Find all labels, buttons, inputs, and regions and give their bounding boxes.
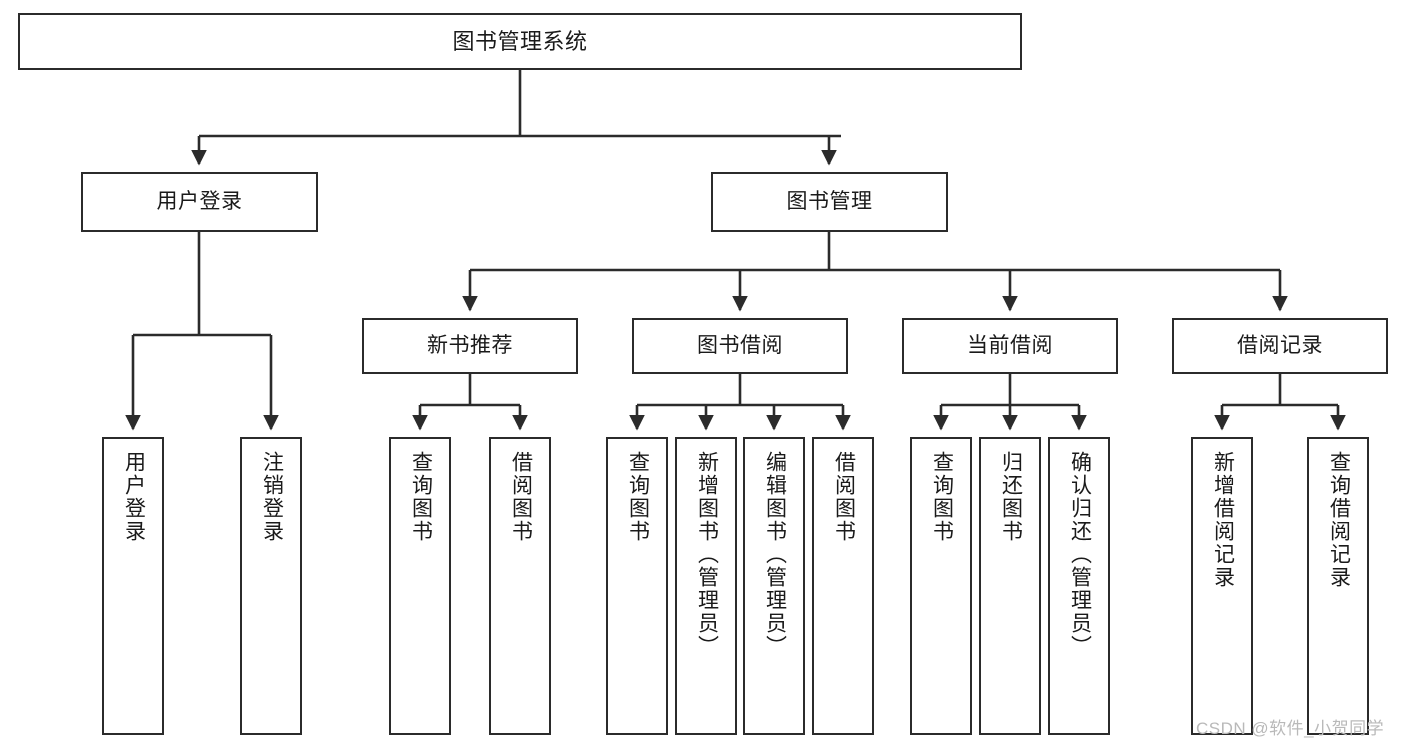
node-leaf-query-book-2-label: 查询图书	[626, 451, 650, 543]
csdn-watermark: CSDN @软件_小贺同学	[1196, 719, 1385, 738]
node-current-borrow[interactable]: 当前借阅	[902, 318, 1118, 374]
node-current-borrow-label: 当前借阅	[967, 333, 1053, 357]
node-leaf-return-book[interactable]: 归还图书	[979, 437, 1041, 735]
node-leaf-confirm-return-label: 确认归还（管理员）	[1068, 451, 1092, 658]
node-root[interactable]: 图书管理系统	[18, 13, 1022, 70]
node-leaf-borrow-book-1-label: 借阅图书	[509, 451, 533, 543]
node-leaf-query-record-label: 查询借阅记录	[1327, 451, 1351, 589]
node-borrow-record-label: 借阅记录	[1237, 333, 1323, 357]
node-leaf-borrow-book-2[interactable]: 借阅图书	[812, 437, 874, 735]
node-borrow-record[interactable]: 借阅记录	[1172, 318, 1388, 374]
node-leaf-logout-label: 注销登录	[260, 451, 284, 543]
node-leaf-borrow-book-1[interactable]: 借阅图书	[489, 437, 551, 735]
node-book-mgmt-label: 图书管理	[786, 189, 873, 213]
node-leaf-query-record[interactable]: 查询借阅记录	[1307, 437, 1369, 735]
node-leaf-logout[interactable]: 注销登录	[240, 437, 302, 735]
node-leaf-add-record-label: 新增借阅记录	[1211, 451, 1235, 589]
node-leaf-borrow-book-2-label: 借阅图书	[832, 451, 856, 543]
node-leaf-query-book-1[interactable]: 查询图书	[389, 437, 451, 735]
node-leaf-user-login[interactable]: 用户登录	[102, 437, 164, 735]
node-new-book-rec[interactable]: 新书推荐	[362, 318, 578, 374]
node-leaf-add-book[interactable]: 新增图书（管理员）	[675, 437, 737, 735]
node-leaf-add-record[interactable]: 新增借阅记录	[1191, 437, 1253, 735]
node-leaf-edit-book-label: 编辑图书（管理员）	[763, 451, 787, 658]
node-root-label: 图书管理系统	[452, 28, 588, 54]
node-user-login[interactable]: 用户登录	[81, 172, 318, 232]
node-leaf-query-book-3-label: 查询图书	[930, 451, 954, 543]
node-leaf-edit-book[interactable]: 编辑图书（管理员）	[743, 437, 805, 735]
node-leaf-query-book-3[interactable]: 查询图书	[910, 437, 972, 735]
node-leaf-query-book-2[interactable]: 查询图书	[606, 437, 668, 735]
node-leaf-query-book-1-label: 查询图书	[409, 451, 433, 543]
node-book-mgmt[interactable]: 图书管理	[711, 172, 948, 232]
node-user-login-label: 用户登录	[156, 189, 243, 213]
node-leaf-add-book-label: 新增图书（管理员）	[695, 451, 719, 658]
node-leaf-return-book-label: 归还图书	[999, 451, 1023, 543]
node-new-book-rec-label: 新书推荐	[427, 333, 513, 357]
node-leaf-user-login-label: 用户登录	[122, 451, 146, 543]
node-book-borrow[interactable]: 图书借阅	[632, 318, 848, 374]
node-book-borrow-label: 图书借阅	[697, 333, 783, 357]
node-leaf-confirm-return[interactable]: 确认归还（管理员）	[1048, 437, 1110, 735]
